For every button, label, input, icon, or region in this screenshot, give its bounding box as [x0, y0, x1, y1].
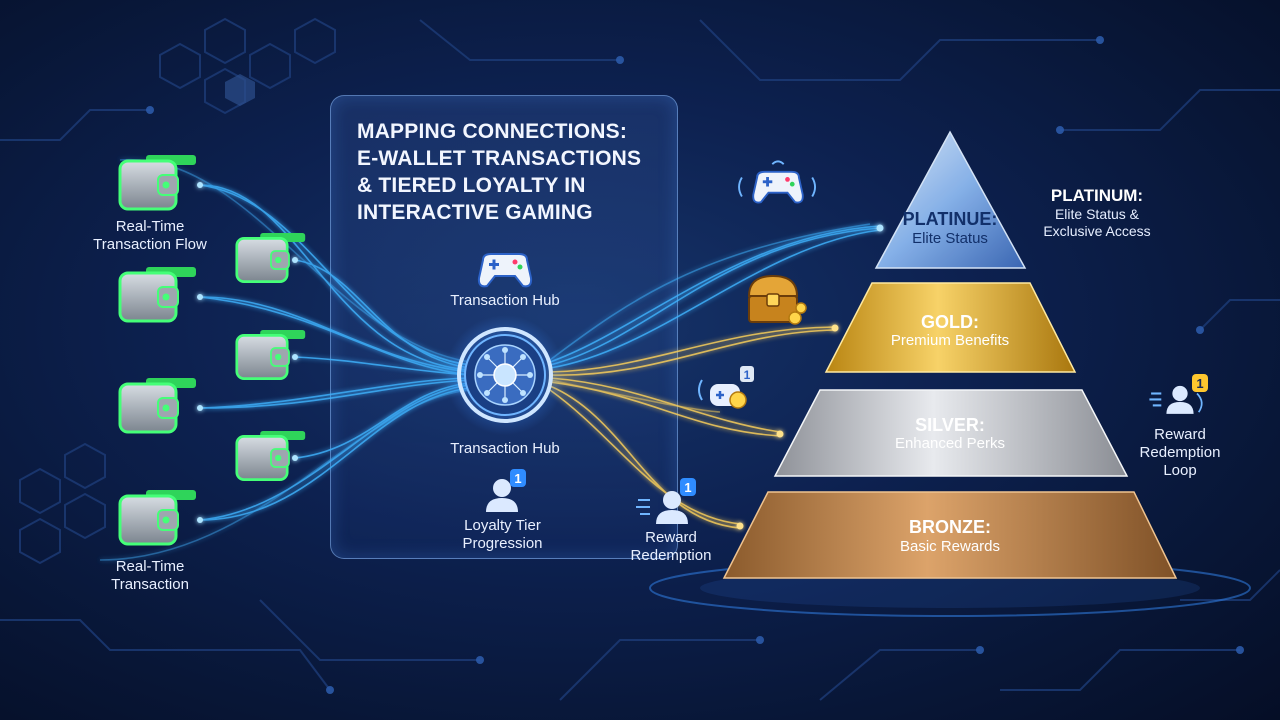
title-line: & TIERED LOYALTY IN	[357, 174, 586, 197]
notification-badge: 1	[740, 366, 754, 382]
user-icon	[636, 491, 688, 524]
platinum-side-note: PLATINUM: Elite Status & Exclusive Acces…	[1022, 186, 1172, 240]
coin-icon	[698, 379, 747, 409]
tier-silver-name: SILVER:	[915, 415, 985, 435]
tier-bronze-name: BRONZE:	[909, 517, 991, 537]
tier-silver-benefit: Enhanced Perks	[894, 435, 1006, 452]
platinum-side-text: Elite Status &	[1054, 206, 1140, 222]
tier-gold-benefit: Premium Benefits	[890, 332, 1010, 349]
flow-endpoints	[197, 182, 884, 523]
platinum-side-heading: PLATINUM:	[1050, 186, 1144, 205]
platinum-side-text: Exclusive Access	[1043, 223, 1151, 239]
gamepad-icon	[477, 253, 533, 288]
svg-text:1: 1	[1196, 376, 1203, 391]
title-line: MAPPING CONNECTIONS:	[357, 120, 628, 143]
wallet-icon	[118, 153, 198, 211]
wallet-icon	[118, 488, 198, 546]
user-icon	[1149, 385, 1203, 414]
tier-gold	[824, 282, 1077, 373]
tier-platinum	[874, 130, 1027, 269]
title-line: E-WALLET TRANSACTIONS	[357, 147, 642, 170]
tier-bronze-benefit: Basic Rewards	[899, 538, 1001, 555]
title-line: INTERACTIVE GAMING	[357, 201, 593, 224]
tier-silver	[773, 389, 1129, 477]
svg-text:1: 1	[744, 368, 751, 382]
outgoing-gold-lines	[549, 326, 836, 529]
tier-platinum-benefit: Elite Status	[912, 230, 988, 247]
wallet-icon	[118, 265, 198, 323]
notification-badge: 1	[510, 469, 526, 487]
notification-badge: 1	[1192, 374, 1208, 392]
reward-redemption-label: Reward Redemption	[630, 529, 712, 564]
gamepad-icon	[738, 160, 816, 204]
treasure-chest-icon	[747, 274, 807, 325]
flow-label: Real-Time Transaction Flow	[93, 218, 207, 253]
notification-badge: 1	[680, 478, 696, 496]
hub-icon	[445, 315, 565, 435]
svg-text:1: 1	[684, 480, 691, 495]
tier-platinum-name: PLATINUE:	[902, 209, 998, 229]
transaction-label: Real-Time Transaction	[111, 558, 189, 593]
hub-bottom-label: Transaction Hub	[450, 440, 560, 457]
diagram-title: MAPPING CONNECTIONS: E-WALLET TRANSACTIO…	[357, 118, 667, 226]
tier-bronze	[722, 491, 1178, 579]
reward-loop-label: Reward Redemption Loop	[1139, 426, 1221, 479]
wallet-icon	[118, 376, 198, 434]
svg-text:1: 1	[514, 471, 521, 486]
hub-top-label: Transaction Hub	[450, 292, 560, 309]
tier-gold-name: GOLD:	[921, 312, 979, 332]
loyalty-progression-label: Loyalty Tier Progression	[462, 517, 543, 552]
outgoing-blue-lines	[549, 223, 881, 369]
